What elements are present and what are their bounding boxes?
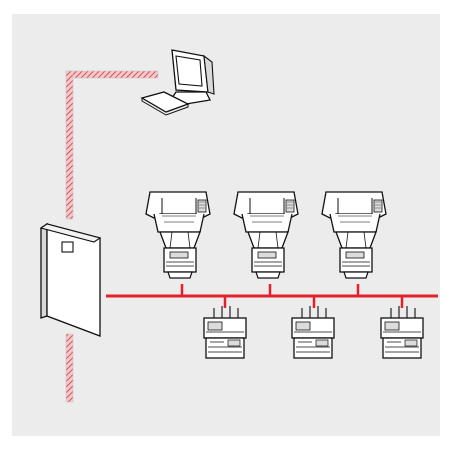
- downlink-cable: [65, 333, 74, 403]
- bus: [106, 284, 438, 308]
- uplink-cable-horizontal: [65, 70, 159, 79]
- control-panel-side: [40, 222, 48, 319]
- monitor-side: [203, 54, 215, 95]
- control-panel-top: [39, 223, 102, 243]
- computer-icon: [140, 49, 215, 116]
- uplink-cable: [65, 70, 159, 220]
- control-panel-display: [61, 241, 74, 253]
- keyboard-edge: [141, 98, 189, 116]
- uplink-cable-vertical: [65, 70, 74, 220]
- wall-control-panel: [39, 222, 102, 337]
- monitor-screen: [175, 55, 203, 87]
